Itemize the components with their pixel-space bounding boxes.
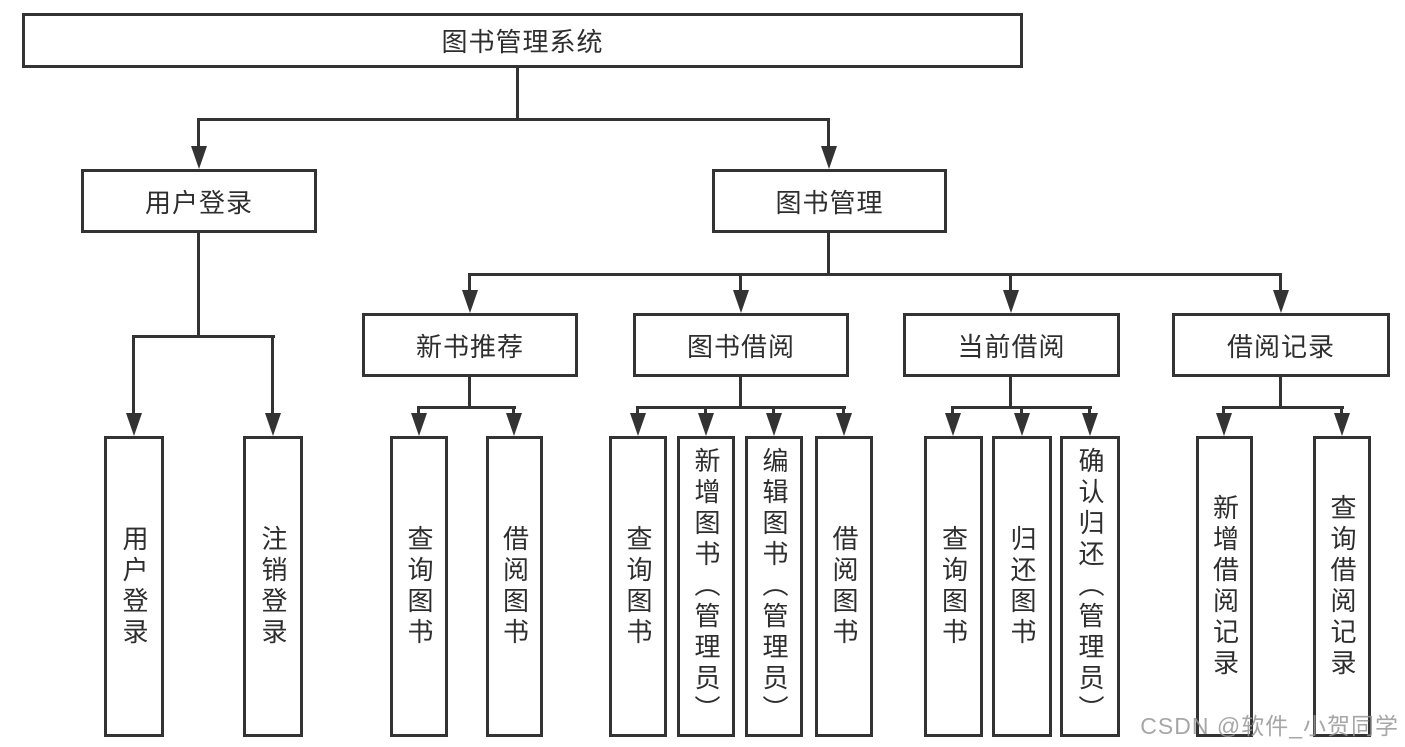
arrowhead-down-icon <box>1273 290 1289 313</box>
connector-line <box>132 335 135 415</box>
connector-line <box>827 233 830 273</box>
arrowhead-down-icon <box>1334 413 1350 436</box>
node-label: 新增图书（管理员） <box>691 447 721 726</box>
leaf-query-books-current: 查询图书 <box>924 436 983 737</box>
node-borrowing-records: 借阅记录 <box>1172 313 1390 377</box>
connector-line <box>468 377 471 406</box>
connector-line <box>132 335 275 338</box>
arrowhead-down-icon <box>506 413 522 436</box>
node-label: 新增借阅记录 <box>1209 493 1240 680</box>
arrowhead-down-icon <box>1082 413 1098 436</box>
arrowhead-down-icon <box>821 146 837 169</box>
node-label: 图书管理系统 <box>441 27 604 57</box>
leaf-borrow-books-recommend: 借阅图书 <box>486 436 543 737</box>
connector-line <box>197 120 200 148</box>
connector-line <box>1279 275 1282 292</box>
arrowhead-down-icon <box>836 413 852 436</box>
arrowhead-down-icon <box>630 413 646 436</box>
connector-line <box>1020 408 1023 415</box>
arrowhead-down-icon <box>1216 413 1232 436</box>
node-new-book-recommendation: 新书推荐 <box>362 313 578 377</box>
arrowhead-down-icon <box>733 290 749 313</box>
connector-line <box>1222 408 1225 415</box>
arrowhead-down-icon <box>766 413 782 436</box>
leaf-query-borrow-record: 查询借阅记录 <box>1313 436 1371 737</box>
node-label: 查询借阅记录 <box>1327 493 1357 680</box>
arrowhead-down-icon <box>265 413 281 436</box>
node-label: 图书管理 <box>775 187 884 218</box>
node-label: 借阅图书 <box>499 524 530 649</box>
node-book-borrowing: 图书借阅 <box>633 313 849 377</box>
connector-line <box>1279 377 1282 406</box>
connector-line <box>197 118 830 121</box>
connector-line <box>468 273 1282 276</box>
connector-line <box>951 408 954 415</box>
leaf-add-books-admin: 新增图书（管理员） <box>677 436 735 737</box>
connector-line <box>1340 408 1343 415</box>
connector-line <box>636 408 639 415</box>
connector-line <box>271 335 274 415</box>
connector-line <box>704 408 707 415</box>
node-label: 确认归还（管理员） <box>1075 447 1105 726</box>
connector-line <box>1009 377 1012 406</box>
connector-line <box>197 233 200 335</box>
node-root-library-management-system: 图书管理系统 <box>22 13 1023 68</box>
connector-line <box>842 408 845 415</box>
leaf-query-books-borrowing: 查询图书 <box>609 436 667 737</box>
node-label: 用户登录 <box>144 187 253 218</box>
connector-line <box>951 406 1092 409</box>
node-current-borrowing: 当前借阅 <box>903 313 1120 377</box>
connector-line <box>739 275 742 292</box>
node-label: 借阅记录 <box>1226 331 1335 362</box>
connector-line <box>772 408 775 415</box>
leaf-query-books-recommend: 查询图书 <box>390 436 448 737</box>
node-label: 查询图书 <box>623 524 653 649</box>
leaf-confirm-return-admin: 确认归还（管理员） <box>1060 436 1120 737</box>
connector-line <box>516 68 519 118</box>
leaf-add-borrow-record: 新增借阅记录 <box>1196 436 1253 737</box>
leaf-user-login: 用户登录 <box>104 436 164 737</box>
connector-line <box>1088 408 1091 415</box>
arrowhead-down-icon <box>411 413 427 436</box>
node-book-management: 图书管理 <box>712 169 947 233</box>
connector-line <box>512 408 515 415</box>
connector-line <box>417 408 420 415</box>
leaf-borrow-books: 借阅图书 <box>815 436 873 737</box>
leaf-return-books: 归还图书 <box>992 436 1052 737</box>
node-label: 查询图书 <box>938 524 969 649</box>
node-user-login: 用户登录 <box>81 169 317 233</box>
connector-line <box>1222 406 1344 409</box>
arrowhead-down-icon <box>945 413 961 436</box>
arrowhead-down-icon <box>698 413 714 436</box>
arrowhead-down-icon <box>191 146 207 169</box>
node-label: 查询图书 <box>404 524 434 649</box>
node-label: 编辑图书（管理员） <box>759 447 789 726</box>
leaf-edit-books-admin: 编辑图书（管理员） <box>745 436 803 737</box>
arrowhead-down-icon <box>126 413 142 436</box>
node-label: 借阅图书 <box>829 524 859 649</box>
csdn-watermark: CSDN @软件_小贺同学 <box>1140 713 1399 739</box>
connector-line <box>739 377 742 406</box>
node-label: 归还图书 <box>1007 524 1037 649</box>
connector-line <box>1009 275 1012 292</box>
node-label: 图书借阅 <box>686 331 795 362</box>
node-label: 新书推荐 <box>415 331 524 362</box>
arrowhead-down-icon <box>1003 290 1019 313</box>
leaf-logout: 注销登录 <box>243 436 303 737</box>
arrowhead-down-icon <box>1014 413 1030 436</box>
node-label: 当前借阅 <box>957 331 1066 362</box>
connector-line <box>417 406 516 409</box>
connector-line <box>636 406 846 409</box>
connector-line <box>827 120 830 148</box>
node-label: 用户登录 <box>119 524 149 649</box>
node-label: 注销登录 <box>258 524 288 649</box>
connector-line <box>468 275 471 292</box>
arrowhead-down-icon <box>462 290 478 313</box>
